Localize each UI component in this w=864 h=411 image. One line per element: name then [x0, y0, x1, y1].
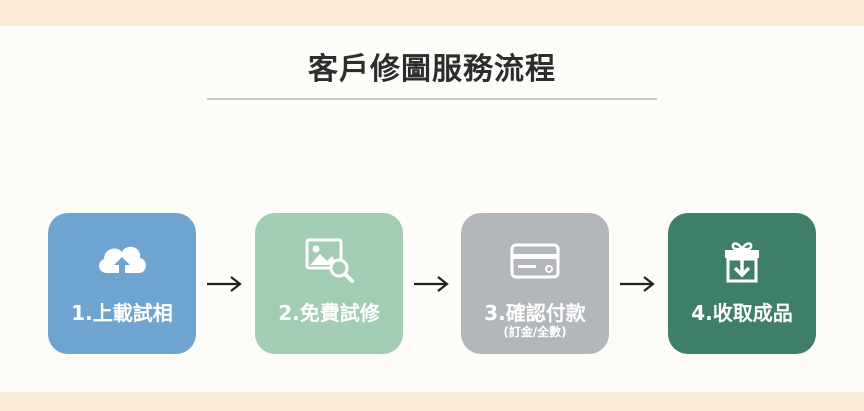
step-label: 1.上載試相	[71, 301, 173, 325]
step-label: 2.免費試修	[278, 301, 380, 325]
title-divider	[207, 98, 657, 100]
page-title: 客戶修圖服務流程	[308, 52, 556, 87]
step-card-upload: 1.上載試相	[48, 213, 196, 354]
arrow-right-icon	[414, 276, 449, 292]
credit-card-icon	[461, 237, 609, 285]
cloud-upload-icon	[48, 237, 196, 285]
gift-download-icon	[668, 237, 816, 285]
arrow-right-icon	[620, 276, 655, 292]
image-search-icon	[255, 237, 403, 285]
step-card-free-retouch: 2.免費試修	[255, 213, 403, 354]
step-card-payment: 3.確認付款 (訂金/全數)	[461, 213, 609, 354]
step-label: 3.確認付款	[484, 301, 586, 325]
arrow-right-icon	[207, 276, 242, 292]
step-card-receive: 4.收取成品	[668, 213, 816, 354]
step-sublabel: (訂金/全數)	[503, 325, 567, 339]
step-label: 4.收取成品	[691, 301, 793, 325]
